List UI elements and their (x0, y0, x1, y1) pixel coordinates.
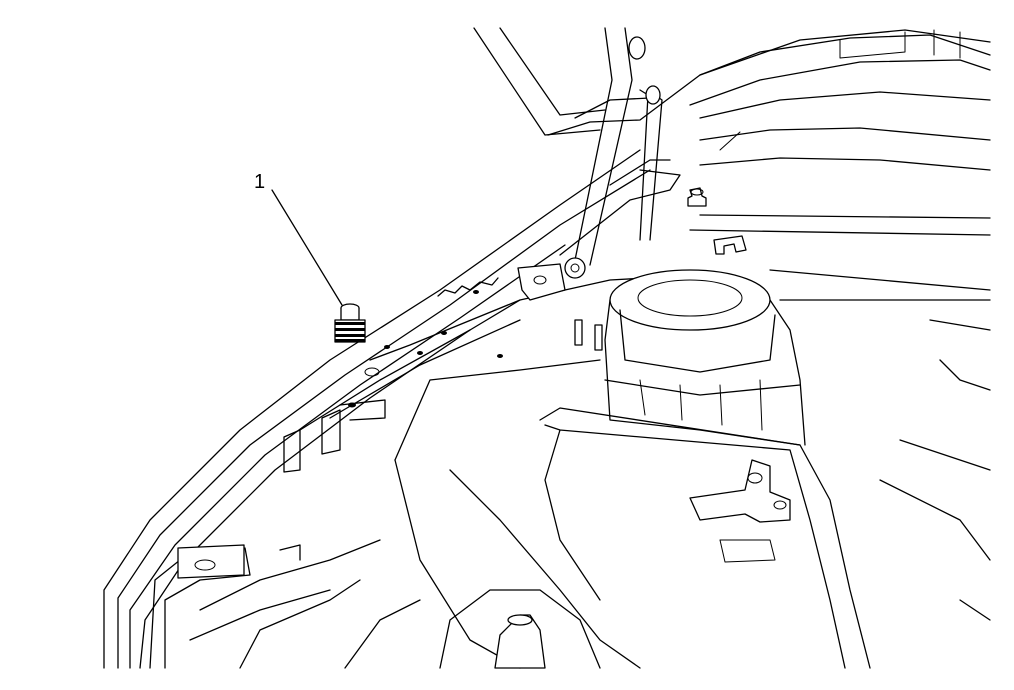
fender-rail (103, 149, 701, 669)
strut-tower (517, 263, 806, 446)
latch-brackets (687, 187, 991, 301)
wheelhouse (344, 319, 991, 669)
hood-panel (473, 27, 991, 171)
hood-strut (559, 27, 681, 279)
front-lower-structure (149, 539, 381, 669)
callout-1-label: 1 (254, 171, 265, 193)
callout-1: 1 (254, 171, 343, 306)
fastener-part-1 (334, 303, 366, 343)
